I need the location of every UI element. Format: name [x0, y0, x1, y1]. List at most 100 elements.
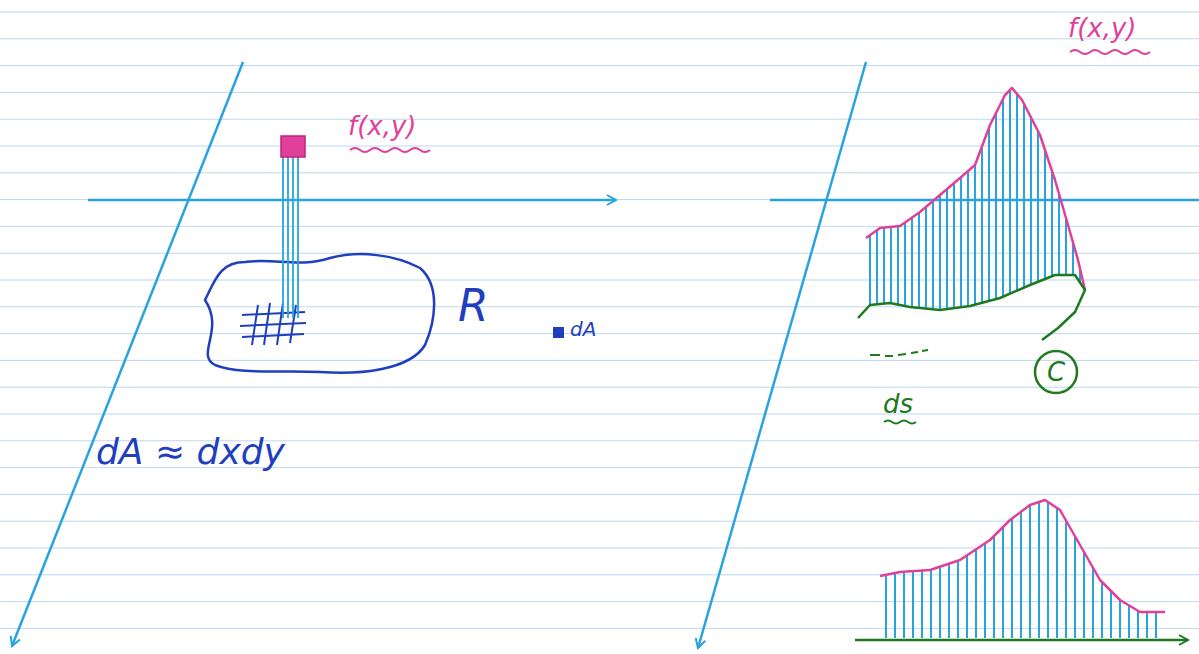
- curtain-line: [995, 113, 997, 299]
- curtain-line: [993, 536, 995, 638]
- curtain-line: [894, 573, 896, 638]
- curtain-line: [1083, 552, 1085, 638]
- curtain-line: [1056, 508, 1058, 638]
- ruled-line: [0, 65, 1199, 66]
- curtain-line: [1137, 611, 1139, 638]
- arc-element-label: ds: [883, 390, 913, 419]
- curtain-line: [1047, 502, 1049, 638]
- curtain-line: [1128, 605, 1130, 638]
- curtain-line: [903, 572, 905, 638]
- wavy-underline: [1070, 50, 1150, 54]
- curtain-line: [1051, 171, 1053, 276]
- curtain-line: [1155, 612, 1157, 638]
- arc-dashes: [870, 350, 928, 356]
- ruled-line: [0, 119, 1199, 120]
- curtain-line: [883, 228, 885, 304]
- region-outline: [205, 254, 434, 373]
- wavy-underline: [350, 148, 430, 152]
- curtain-line: [1146, 612, 1148, 638]
- curtain-line: [1065, 521, 1067, 639]
- curtain-line: [975, 549, 977, 638]
- curtain-line: [1101, 582, 1103, 638]
- ruled-lines: [0, 12, 1199, 628]
- ruled-line: [0, 172, 1199, 173]
- curtain-line: [1044, 150, 1046, 279]
- curtain-line: [912, 571, 914, 638]
- circle-stroke: [1035, 351, 1077, 393]
- curtain-line: [953, 183, 955, 308]
- curtain-line: [1038, 502, 1040, 638]
- curtain-line: [1037, 131, 1039, 282]
- curtain-line: [1074, 536, 1076, 638]
- curtain-line: [1002, 99, 1004, 297]
- curtain-line: [981, 146, 983, 302]
- ruled-line: [0, 387, 1199, 388]
- curtain-line: [904, 223, 906, 307]
- curtain-line: [988, 128, 990, 301]
- axis-line: [770, 199, 1199, 202]
- curtain-line: [1023, 104, 1025, 288]
- curtain-line: [1058, 194, 1060, 275]
- curtain-line: [1020, 512, 1022, 638]
- column-lines: [283, 150, 298, 318]
- curtain-line: [1030, 118, 1032, 285]
- curtain-line: [1110, 591, 1112, 638]
- curtain-line: [885, 575, 887, 638]
- height-patch: [281, 136, 305, 157]
- curtain-line: [960, 177, 962, 307]
- ruled-line: [0, 306, 1199, 307]
- curtain-line: [974, 165, 976, 305]
- curtain-line: [932, 201, 934, 309]
- curtain-line: [1092, 568, 1094, 638]
- curtain-line: [1002, 527, 1004, 638]
- curtain-line: [925, 207, 927, 309]
- ruled-line: [0, 414, 1199, 415]
- ruled-line: [0, 199, 1199, 200]
- ruled-line: [0, 521, 1199, 522]
- ruled-line: [0, 574, 1199, 575]
- ruled-line: [0, 628, 1199, 629]
- curtain-line: [1016, 94, 1018, 291]
- surface-curve: [866, 88, 1085, 290]
- ruled-line: [0, 548, 1199, 549]
- region-label: R: [458, 282, 489, 330]
- curtain-line: [930, 570, 932, 638]
- curtain-line: [984, 543, 986, 638]
- wavy-underline: [884, 421, 916, 424]
- curtain-line: [939, 195, 941, 310]
- ruled-line: [0, 280, 1199, 281]
- grid-hatch: [240, 303, 306, 345]
- unrolled-curve: [880, 500, 1165, 612]
- curtain-line: [890, 227, 892, 303]
- curtain-line: [1029, 505, 1031, 638]
- ruled-line: [0, 360, 1199, 361]
- axis-line: [698, 62, 866, 648]
- axis-line: [88, 199, 616, 202]
- function-label: f(x,y): [1068, 14, 1136, 43]
- curtain-line: [921, 571, 923, 639]
- node-text: C: [1047, 359, 1065, 385]
- ruled-line: [0, 601, 1199, 602]
- curtain-line: [957, 561, 959, 638]
- curtain-line: [1065, 218, 1067, 275]
- curtain-line: [946, 189, 948, 309]
- ruled-line: [0, 494, 1199, 495]
- curtain-line: [1011, 519, 1013, 639]
- curtain-line: [966, 555, 968, 638]
- ruled-line: [0, 226, 1199, 227]
- path-curve: [858, 275, 1085, 340]
- ruled-line: [0, 12, 1199, 13]
- curtain-line: [939, 567, 941, 638]
- curtain-line: [911, 218, 913, 308]
- ruled-line: [0, 333, 1199, 334]
- curtain-line: [1119, 600, 1121, 638]
- curtain-line: [948, 564, 950, 638]
- curtain-line: [869, 235, 871, 305]
- ruled-line: [0, 38, 1199, 39]
- ruled-line: [0, 253, 1199, 254]
- area-label: dA: [570, 318, 596, 340]
- ruled-line: [0, 146, 1199, 147]
- area-formula: dA ≈ dxdy: [96, 432, 285, 472]
- area-element: [553, 327, 564, 338]
